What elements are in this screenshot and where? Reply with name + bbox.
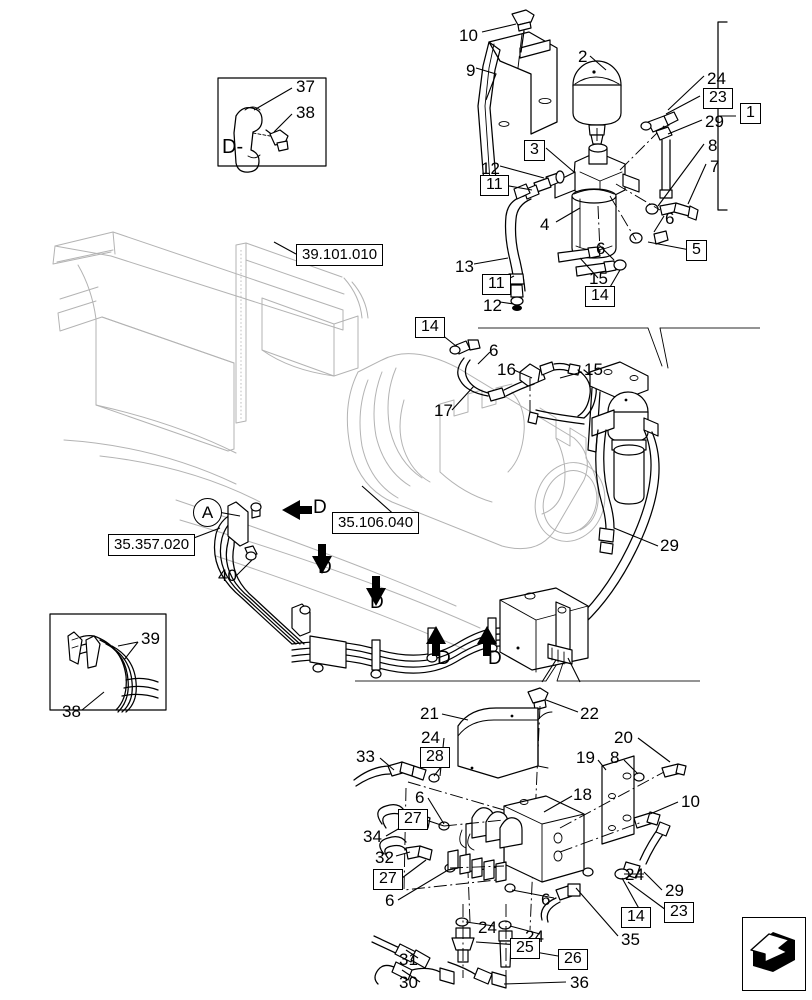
- callout-30: 30: [399, 973, 418, 992]
- callout-26: 26: [558, 949, 588, 970]
- callout-40: 40: [218, 566, 237, 585]
- callout-6-right: 6: [665, 209, 675, 228]
- callout-2: 2: [578, 47, 588, 66]
- leader-lines: [81, 23, 707, 985]
- callout-6-b2: 6: [385, 891, 395, 910]
- section-arrows: [282, 500, 497, 656]
- callout-34: 34: [363, 827, 382, 846]
- callout-31: 31: [399, 950, 418, 969]
- hose-routing: [213, 501, 589, 683]
- ref-box-39-101-010[interactable]: 39.101.010: [296, 244, 384, 266]
- section-letter-d-3: D: [370, 592, 384, 613]
- section-letter-d-4: D: [437, 648, 451, 669]
- callout-8-bottom: 8: [610, 748, 620, 767]
- callout-29-mid: 29: [660, 536, 679, 555]
- callout-39: 39: [141, 629, 160, 648]
- middle-hydraulics: [449, 339, 660, 625]
- callout-14-bottom: 14: [621, 907, 651, 928]
- callout-10-top: 10: [459, 26, 478, 45]
- callout-24-b3: 24: [478, 918, 497, 937]
- section-letter-d-2: D: [318, 557, 332, 578]
- callout-36: 36: [570, 973, 589, 992]
- callout-8-top: 8: [708, 136, 718, 155]
- section-letter-d-1: D: [313, 497, 327, 518]
- callout-22: 22: [580, 704, 599, 723]
- callout-21: 21: [420, 704, 439, 723]
- callout-17: 17: [434, 401, 453, 420]
- callout-29-bottom: 29: [665, 881, 684, 900]
- detail-letter-d-top: D-: [222, 136, 244, 158]
- callout-7: 7: [710, 157, 720, 176]
- callout-38-top: 38: [296, 103, 315, 122]
- ref-box-35-106-040[interactable]: 35.106.040: [332, 512, 420, 534]
- detail-d-bottom-art: [49, 613, 167, 713]
- callout-6-mid2: 6: [489, 341, 499, 360]
- callout-33: 33: [356, 747, 375, 766]
- callout-32: 32: [375, 848, 394, 867]
- callout-1-group: 1: [740, 103, 761, 124]
- section-marker-a: A: [193, 498, 222, 527]
- callout-27-lower: 27: [373, 869, 403, 890]
- arrow-logo-glyph: [750, 932, 795, 972]
- callout-12-upper: 12: [481, 159, 500, 178]
- callout-15-top: 15: [589, 269, 608, 288]
- callout-14-mid: 14: [415, 317, 445, 338]
- callout-9: 9: [466, 61, 476, 80]
- callout-11-upper: 11: [480, 175, 509, 196]
- callout-6-b3: 6: [541, 890, 551, 909]
- callout-24-b2: 24: [625, 865, 644, 884]
- callout-24-b1: 24: [421, 728, 440, 747]
- assembly-bottom-art: [353, 687, 687, 989]
- callout-19: 19: [576, 748, 595, 767]
- callout-5: 5: [686, 240, 707, 261]
- section-letter-d-5: D: [488, 648, 502, 669]
- callout-25: 25: [510, 938, 540, 959]
- callout-23-top: 23: [703, 88, 733, 109]
- callout-23-bottom: 23: [664, 902, 694, 923]
- assembly-1-art: [477, 9, 736, 311]
- callout-16: 16: [497, 360, 516, 379]
- callout-10-bottom: 10: [681, 792, 700, 811]
- callout-38-bottom: 38: [62, 702, 81, 721]
- callout-37: 37: [296, 77, 315, 96]
- chassis-ghost: [52, 231, 606, 651]
- callout-35: 35: [621, 930, 640, 949]
- ref-box-35-357-020[interactable]: 35.357.020: [108, 534, 196, 556]
- callout-6-mid: 6: [596, 239, 606, 258]
- callout-27-upper: 27: [398, 809, 428, 830]
- callout-3: 3: [524, 140, 545, 161]
- detail-d-top-art: [217, 77, 327, 173]
- callout-13: 13: [455, 257, 474, 276]
- callout-24-top: 24: [707, 69, 726, 88]
- callout-12-lower: 12: [483, 296, 502, 315]
- callout-28: 28: [420, 747, 450, 768]
- 3d-arrow-logo: [742, 917, 806, 991]
- callout-11-lower: 11: [482, 274, 511, 295]
- callout-18: 18: [573, 785, 592, 804]
- callout-29-top: 29: [705, 112, 724, 131]
- callout-14-top: 14: [585, 286, 615, 307]
- callout-4: 4: [540, 215, 550, 234]
- callout-6-b1: 6: [415, 788, 425, 807]
- callout-15-mid: 15: [584, 360, 603, 379]
- callout-20: 20: [614, 728, 633, 747]
